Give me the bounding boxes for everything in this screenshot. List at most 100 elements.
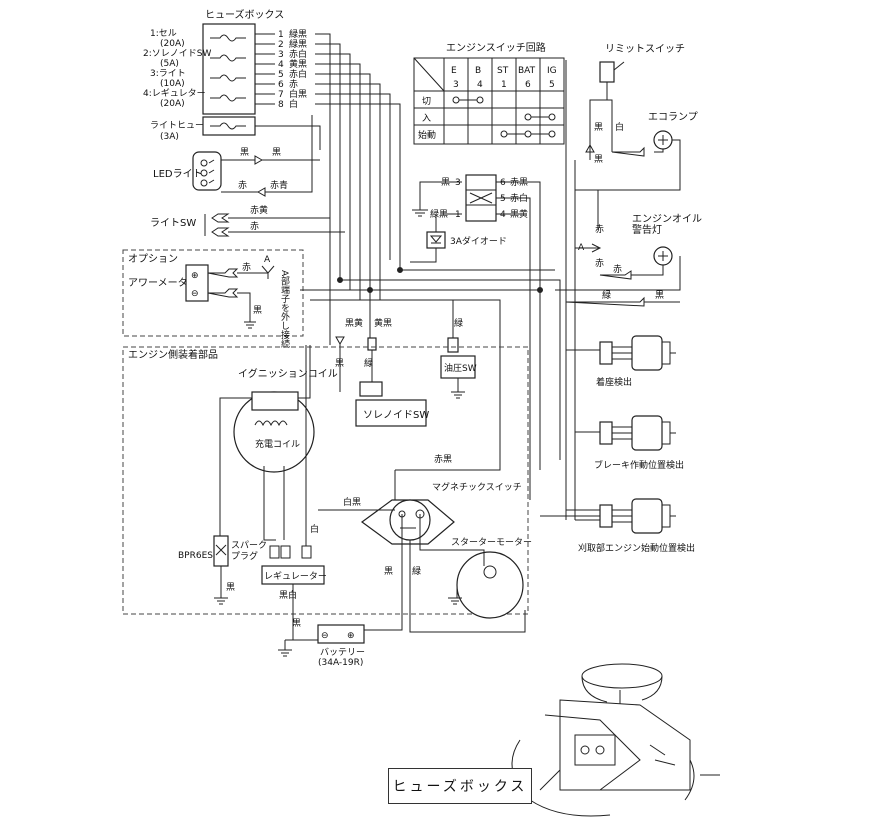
es-num-ig: 5 <box>549 80 555 90</box>
battery-model: (34A-19R) <box>318 658 363 668</box>
fuse-1-rating: (20A) <box>160 39 185 49</box>
light-fuse-symbol <box>210 122 246 130</box>
battery-label: バッテリー <box>320 647 365 658</box>
magnetic-sw-wire-whiteblack: 白黒 <box>343 496 361 508</box>
conn-right-2-num: 5 <box>500 194 506 204</box>
es-header-ig: IG <box>547 66 557 76</box>
conn-left-1-num: 3 <box>455 178 461 188</box>
conn-right-3-color: 黒黄 <box>510 208 528 220</box>
terminal-4-color: 黄黒 <box>289 58 307 70</box>
hourmeter-wire-red: 赤 <box>242 262 251 273</box>
starter-wire-green: 緑 <box>412 565 421 577</box>
terminal-6-num: 6 <box>278 80 284 90</box>
solenoid-plug <box>367 337 377 351</box>
led-light-wires <box>221 115 320 197</box>
switch-connector-lines <box>412 181 541 500</box>
es-num-e: 3 <box>453 80 459 90</box>
terminal-7-color: 白黒 <box>289 88 307 100</box>
fuse-3-name: 3:ライト <box>150 68 186 79</box>
terminal-5-color: 赤白 <box>289 68 307 80</box>
oil-warning-wires <box>555 60 681 520</box>
light-sw-wire-redyellow: 赤黄 <box>250 204 268 216</box>
battery-ground <box>278 639 318 657</box>
conn-left-1-color: 黒 <box>441 177 450 188</box>
engine-switch-contacts <box>452 96 556 138</box>
es-header-b: B <box>475 66 481 76</box>
led-wire-redblue: 赤青 <box>270 179 288 191</box>
charge-coil-label: 充電コイル <box>255 438 300 450</box>
hourmeter-minus: ⊖ <box>191 289 199 299</box>
charge-coil-symbol <box>254 420 288 427</box>
sensor-seat: 着座検出 <box>566 335 676 388</box>
battery-wire-black: 黒 <box>292 618 301 629</box>
fuse-symbols <box>210 34 246 102</box>
sensor-mower: 刈取部エンジン始動位置検出 <box>540 498 695 554</box>
eco-lamp-wires <box>575 139 681 230</box>
sensor-mower-label: 刈取部エンジン始動位置検出 <box>578 542 695 554</box>
oil-warning-wire-red-3: 赤 <box>613 264 622 275</box>
option-box <box>122 249 304 337</box>
led-wire-red: 赤 <box>238 180 247 191</box>
conn-right-1-num: 6 <box>500 178 506 188</box>
starter-wire-black: 黒 <box>384 566 393 577</box>
oil-warning-cross-icon <box>658 251 668 261</box>
es-header-e: E <box>451 66 457 76</box>
light-sw-wire-red: 赤 <box>250 221 259 232</box>
solenoid-arrow <box>335 336 345 346</box>
engine-switch-table <box>413 57 565 145</box>
solenoid-wire-yellowblack: 黄黒 <box>374 317 392 329</box>
regulator-wire-blackwhite: 黒白 <box>279 589 297 601</box>
fuse-terminals: 1 緑黒 2 緑黒 3 赤白 4 黄黒 5 赤白 6 赤 7 白黒 8 白 <box>255 28 307 110</box>
hourmeter-wire-black: 黒 <box>253 305 262 316</box>
led-wire-black-1: 黒 <box>240 147 249 158</box>
hourmeter-plus: ⊕ <box>191 271 199 281</box>
conn-left-2-num: 1 <box>455 210 461 220</box>
terminal-4-num: 4 <box>278 60 284 70</box>
diode-symbol <box>429 235 443 244</box>
conn-right-2-color: 赤白 <box>510 192 528 204</box>
solenoid-sw-label: ソレノイドSW <box>363 410 429 421</box>
solenoid-wire-blackyellow: 黒黄 <box>345 317 363 329</box>
regulator-plugs <box>269 345 312 559</box>
sensor-brake-label: ブレーキ作動位置検出 <box>594 459 684 471</box>
hourmeter-body <box>185 264 209 302</box>
limit-switch-body <box>599 61 615 83</box>
fuse-1-name: 1:セル <box>150 28 177 39</box>
led-light-symbol <box>200 159 215 187</box>
spark-plug-label: スパークプラグ <box>231 540 267 562</box>
es-num-st: 1 <box>501 80 507 90</box>
fusebox-title: ヒューズボックス <box>205 8 284 21</box>
fuse-2-rating: (5A) <box>160 59 179 69</box>
es-row-on: 入 <box>422 113 431 124</box>
light-fuse-wire <box>255 125 321 150</box>
caption-label: ヒューズボックス <box>388 768 532 804</box>
terminal-1-num: 1 <box>278 30 284 40</box>
oil-sw-wires <box>451 300 465 399</box>
fuse-2-name: 2:ソレノイドSW <box>143 49 211 59</box>
light-sw-symbol <box>204 120 345 237</box>
light-fuse-rating: (3A) <box>160 132 179 142</box>
option-point-a: A <box>264 255 271 265</box>
limit-wire-black-2: 黒 <box>594 154 603 165</box>
diode-wires <box>410 214 437 263</box>
option-note: A部端子を外し接続 <box>279 270 290 349</box>
diode-body <box>426 231 446 249</box>
limit-switch-label: リミットスイッチ <box>605 43 685 55</box>
terminal-2-num: 2 <box>278 40 284 50</box>
sensor-brake: ブレーキ作動位置検出 <box>575 415 684 471</box>
starter-terminal <box>483 565 497 579</box>
conn-left-2-color: 緑黒 <box>430 208 448 220</box>
starter-body <box>456 551 524 619</box>
oil-sw-wire-green: 緑 <box>454 317 463 329</box>
oil-sw-label: 油圧SW <box>444 362 477 374</box>
hourmeter-wires <box>207 265 275 329</box>
starter-label: スターターモーター <box>451 537 532 548</box>
terminal-8-color: 白 <box>289 98 298 110</box>
oil-warning-wire-red-2: 赤 <box>595 258 604 269</box>
limit-wire-white: 白 <box>615 121 624 133</box>
spark-plug-ground <box>214 566 228 605</box>
sensor-seat-label: 着座検出 <box>596 376 632 388</box>
terminal-2-color: 緑黒 <box>289 38 307 50</box>
es-row-start: 始動 <box>418 129 436 141</box>
engine-parts-box <box>122 346 529 615</box>
